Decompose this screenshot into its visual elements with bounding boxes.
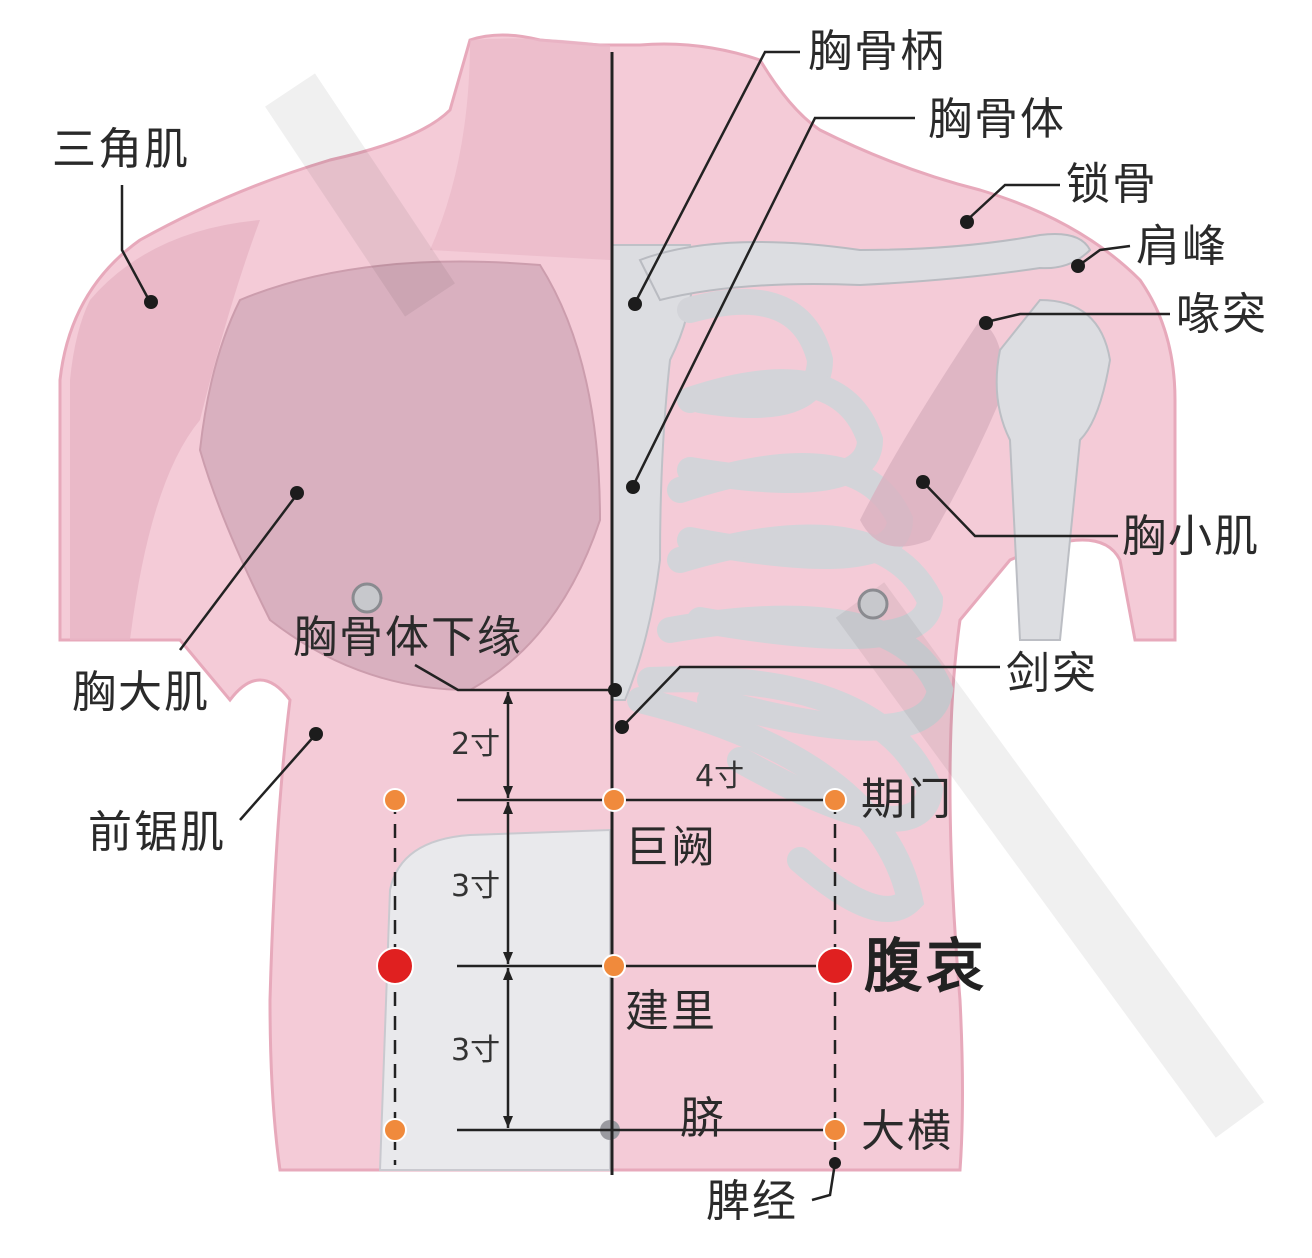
deltoid-muscle (70, 220, 260, 640)
label-spleen-meridian: 脾经 (706, 1176, 798, 1227)
label-deltoid: 三角肌 (52, 124, 190, 175)
label-pec-minor: 胸小肌 (1122, 511, 1260, 562)
label-sternum-lower-edge: 胸骨体下缘 (293, 612, 523, 663)
juque-point (602, 788, 626, 812)
label-juque: 巨阙 (625, 822, 717, 873)
measure-lateral: 4寸 (695, 759, 745, 794)
jianli-point (602, 954, 626, 978)
right-nipple (857, 588, 889, 620)
label-clavicle: 锁骨 (1066, 159, 1158, 210)
leader-lines (120, 50, 1170, 1202)
watermark (265, 73, 1265, 1138)
label-manubrium: 胸骨柄 (808, 26, 946, 77)
qimen-left-point (383, 788, 407, 812)
label-daheng: 大横 (861, 1106, 953, 1157)
dimension-arrows (503, 692, 513, 1128)
label-acromion: 肩峰 (1136, 221, 1228, 272)
measure-upper: 2寸 (451, 727, 501, 762)
label-sternum-body: 胸骨体 (928, 94, 1066, 145)
anatomy-markers (144, 215, 1085, 1169)
fuai-left-point (376, 947, 414, 985)
measure-lower: 3寸 (451, 1033, 501, 1068)
label-serratus: 前锯肌 (88, 807, 226, 858)
measure-middle: 3寸 (451, 869, 501, 904)
label-navel: 脐 (680, 1093, 726, 1144)
label-pec-major: 胸大肌 (72, 667, 210, 718)
left-nipple (351, 582, 383, 614)
label-qimen: 期门 (861, 774, 953, 825)
clavicle-bone (638, 233, 1092, 302)
label-xiphoid: 剑突 (1006, 648, 1098, 699)
daheng-left-point (383, 1118, 407, 1142)
rib-cage (627, 288, 954, 922)
label-jianli: 建里 (625, 986, 717, 1037)
daheng-right-point (823, 1118, 847, 1142)
pectoralis-major-muscle (198, 260, 602, 692)
pectoralis-minor-muscle (860, 320, 1003, 547)
qimen-right-point (823, 788, 847, 812)
fuai-right-point (816, 947, 854, 985)
label-fuai: 腹哀 (864, 932, 989, 1000)
label-coracoid: 喙突 (1176, 289, 1268, 340)
shoulder-joint (995, 298, 1112, 641)
neck (430, 38, 610, 261)
